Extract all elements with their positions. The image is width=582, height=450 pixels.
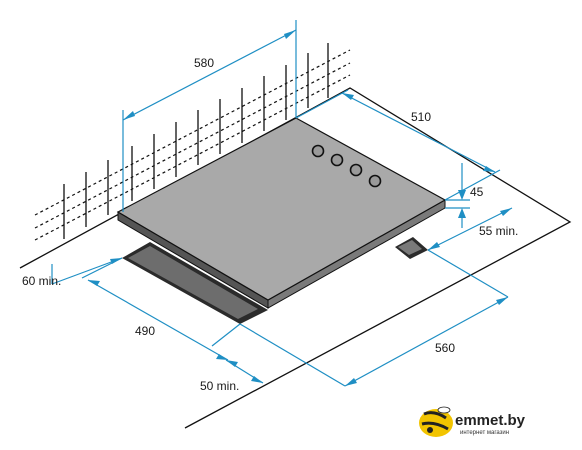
bee-icon [419, 406, 453, 437]
dimension-50min: 50 min. [200, 359, 264, 393]
control-knobs [311, 144, 382, 188]
dimension-60min: 60 min. [22, 257, 123, 288]
dimension-490: 490 [81, 257, 241, 361]
dimension-label: 560 [435, 341, 455, 355]
emmet-logo: emmet.by интернет магазин [419, 406, 526, 437]
knob-icon [368, 174, 382, 188]
dimension-580: 580 [122, 20, 297, 212]
knob-icon [330, 153, 344, 167]
dimension-label: 55 min. [479, 224, 518, 238]
dimension-45: 45 [445, 163, 484, 228]
dimension-label: 490 [135, 324, 155, 338]
dimension-label: 510 [411, 110, 431, 124]
dimension-560: 560 [239, 249, 509, 387]
dimension-label: 45 [470, 185, 484, 199]
logo-tagline: интернет магазин [460, 430, 509, 436]
dimension-55min: 55 min. [427, 207, 518, 251]
hob [116, 117, 447, 309]
cutout-opening [122, 237, 428, 324]
wall [34, 43, 351, 241]
logo-name: emmet.by [455, 412, 526, 429]
dimension-label: 580 [194, 56, 214, 70]
dimension-label: 50 min. [200, 379, 239, 393]
dimension-label: 60 min. [22, 274, 61, 288]
knob-icon [349, 163, 363, 177]
wall-posts [63, 43, 329, 239]
knob-icon [311, 144, 325, 158]
dimension-510: 510 [295, 89, 501, 201]
wall-dashed-lines [34, 49, 351, 241]
